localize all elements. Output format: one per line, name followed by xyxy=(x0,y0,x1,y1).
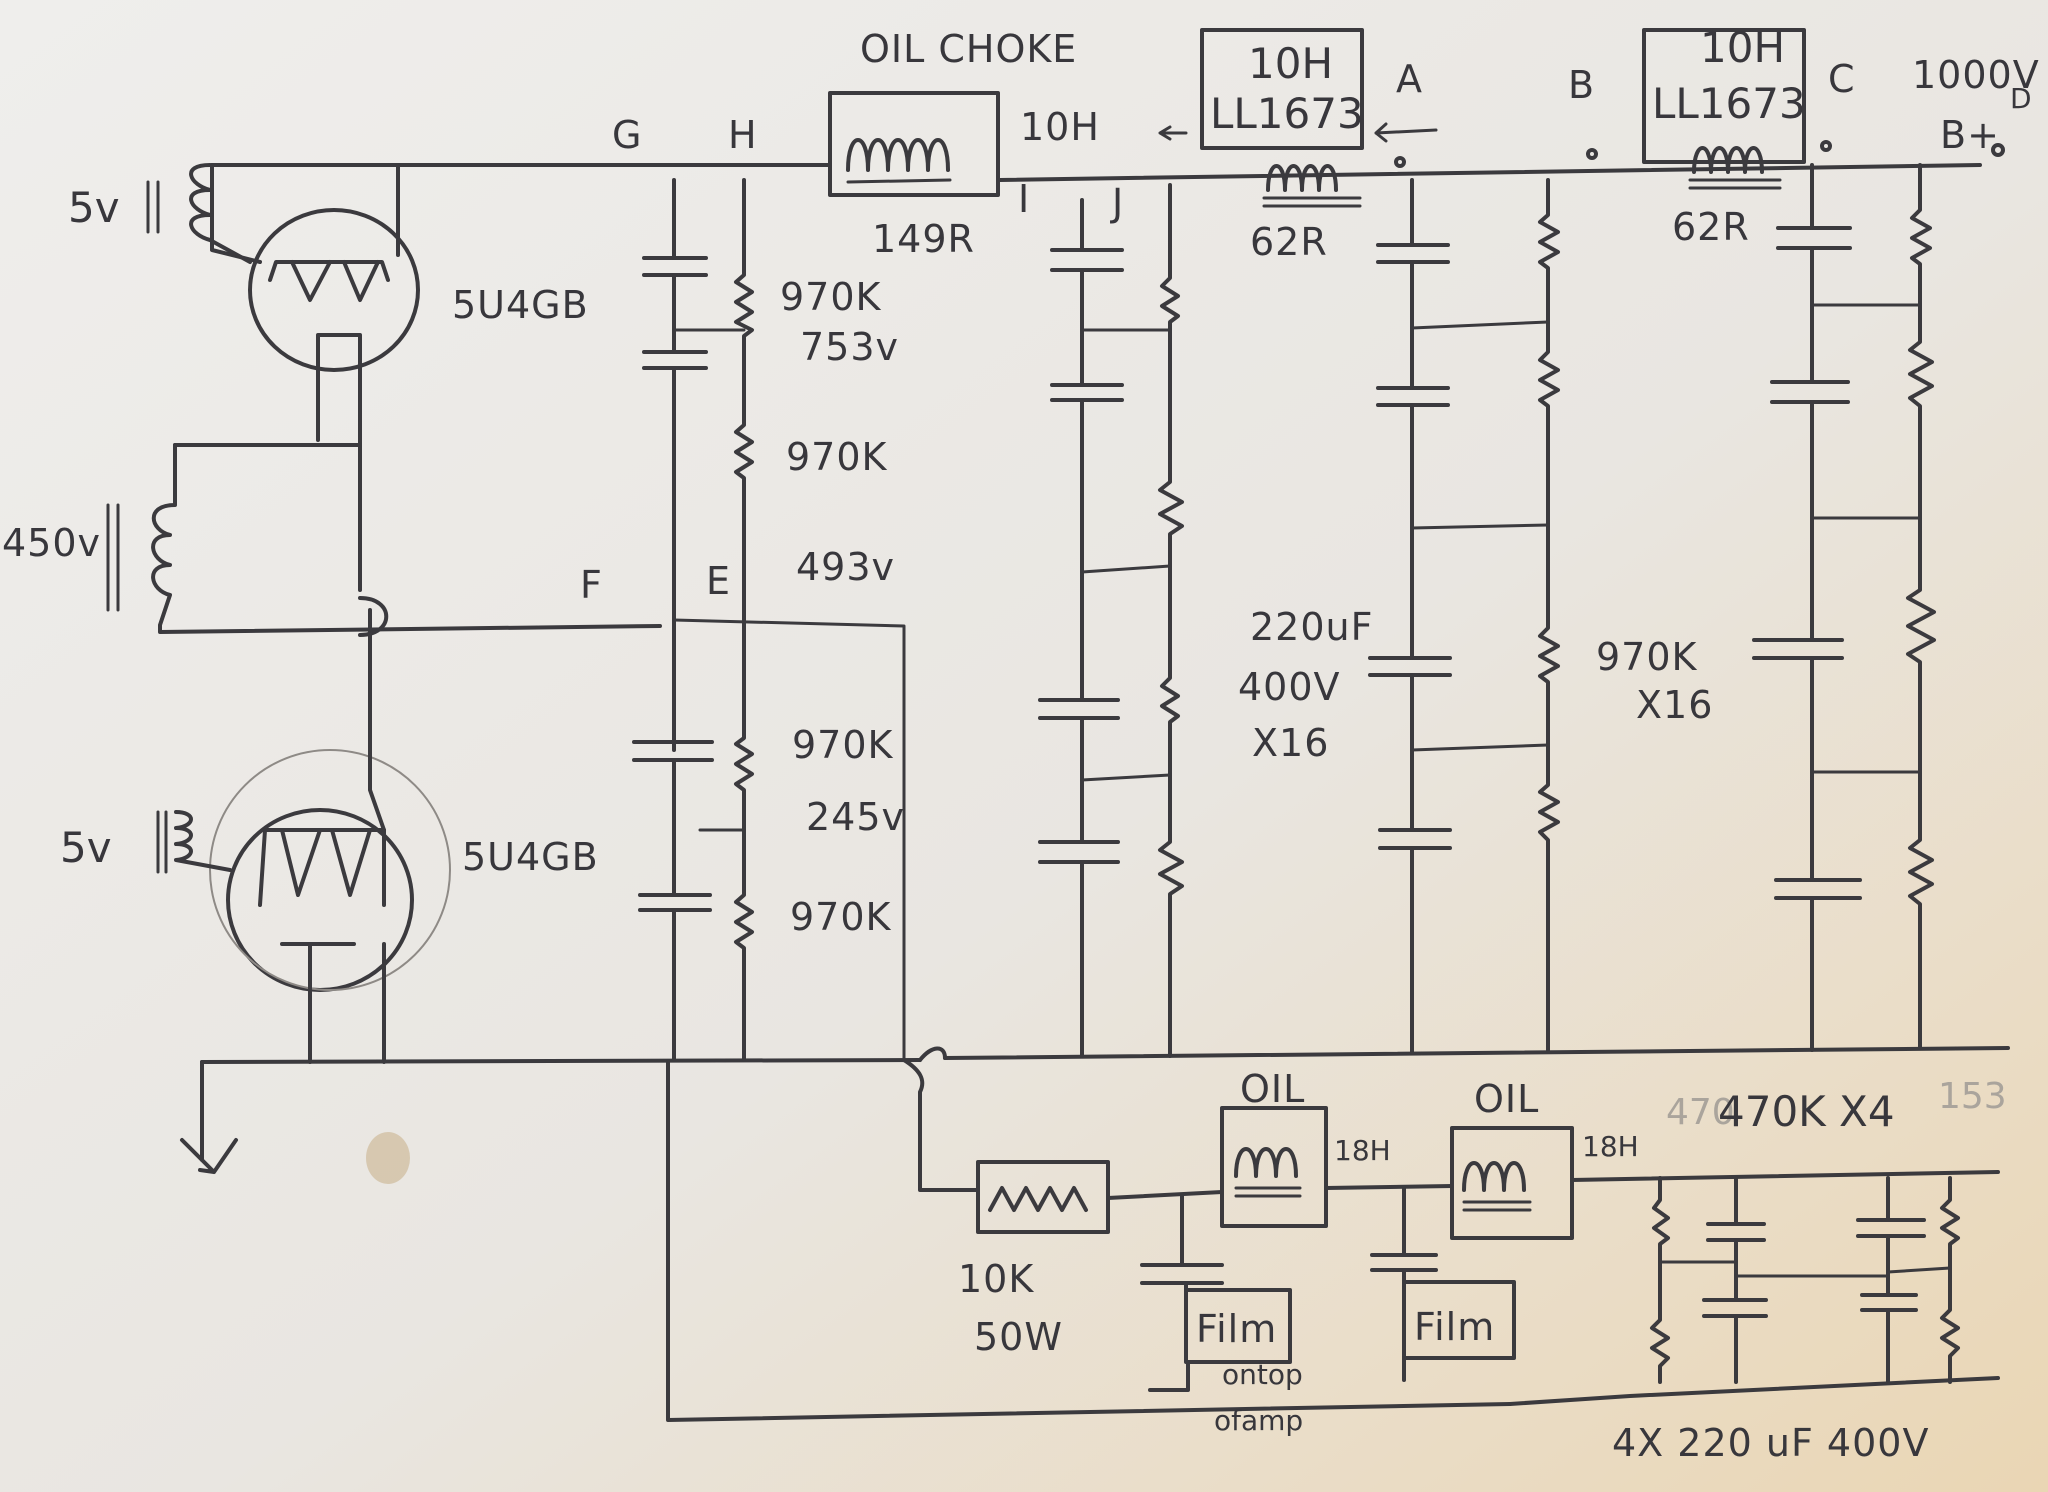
label-node-i: I xyxy=(1018,177,1030,221)
label-oil-choke: OIL CHOKE xyxy=(860,27,1077,71)
label-node-d: D xyxy=(2010,82,2032,115)
label-res-970k-1: 970K xyxy=(780,275,882,319)
string-ab xyxy=(1368,178,1560,1054)
label-hv-secondary: 450v xyxy=(2,521,101,565)
label-res-970k-3: 970K xyxy=(792,723,894,767)
label-node-b: B xyxy=(1568,63,1595,107)
label-choke3-top: 10H xyxy=(1700,23,1785,72)
label-ghost-153: 153 xyxy=(1938,1076,2007,1117)
label-node-c: C xyxy=(1828,57,1856,101)
oil-choke-1 xyxy=(828,91,1000,197)
label-node-e: E xyxy=(706,559,731,603)
label-choke1-ind: 10H xyxy=(1020,105,1100,149)
label-ontop: ontop xyxy=(1222,1358,1303,1391)
label-node-g: G xyxy=(612,113,642,157)
ground-rail xyxy=(200,1046,2010,1422)
label-cap-spec-1: 220uF xyxy=(1250,605,1373,649)
label-node-f: F xyxy=(580,563,603,607)
label-res-970k-4: 970K xyxy=(790,895,892,939)
label-res-50w: 50W xyxy=(974,1315,1063,1359)
label-res-470k-x4: 470K X4 xyxy=(1718,1087,1895,1136)
label-res-spec-1: 970K xyxy=(1596,635,1698,679)
label-fil-bottom: 5v xyxy=(60,823,112,872)
label-res-spec-2: X16 xyxy=(1636,683,1713,727)
label-choke3-part: LL1673 xyxy=(1652,79,1806,128)
label-v-753: 753v xyxy=(800,325,899,369)
label-bottom-caps: 4X 220 uF 400V xyxy=(1612,1421,1929,1465)
label-choke2-res: 62R xyxy=(1250,220,1328,264)
label-cap-spec-2: 400V xyxy=(1238,665,1341,709)
label-ghost-470: 470 xyxy=(1666,1092,1735,1133)
label-res-970k-2: 970K xyxy=(786,435,888,479)
label-oil-2: OIL xyxy=(1474,1077,1539,1121)
lower-filter xyxy=(902,1058,2000,1406)
label-choke1-res: 149R xyxy=(872,217,975,261)
label-oil-1: OIL xyxy=(1240,1067,1305,1111)
string-gh xyxy=(632,178,906,1062)
ll1673-choke-1 xyxy=(1158,28,1438,208)
label-node-a: A xyxy=(1396,57,1423,101)
label-v-493: 493v xyxy=(796,545,895,589)
label-choke-18h-1: 18H xyxy=(1334,1134,1391,1167)
label-choke-18h-2: 18H xyxy=(1582,1130,1639,1163)
rectifier-tube-bottom xyxy=(209,608,451,1064)
label-film-2: Film xyxy=(1414,1305,1495,1349)
label-bplus: B+ xyxy=(1940,113,2000,157)
ground-symbol xyxy=(180,1060,238,1174)
label-choke3-res: 62R xyxy=(1672,205,1750,249)
label-out-voltage: 1000V xyxy=(1912,53,2040,97)
label-film-1: Film xyxy=(1196,1307,1277,1351)
label-res-10k: 10K xyxy=(958,1257,1034,1301)
rectifier-tube-top xyxy=(210,163,420,592)
hv-secondary-winding xyxy=(106,443,662,637)
label-cap-spec-3: X16 xyxy=(1252,721,1329,765)
string-ij xyxy=(1038,183,1184,1058)
ll1673-choke-2 xyxy=(1586,28,2005,190)
label-fil-top: 5v xyxy=(68,183,120,232)
paper-stain xyxy=(366,1132,410,1184)
label-choke2-top: 10H xyxy=(1248,39,1333,88)
filament-winding-top xyxy=(146,163,252,264)
string-cd xyxy=(1752,163,1936,1052)
label-tube-top: 5U4GB xyxy=(452,283,589,327)
filament-winding-bottom xyxy=(156,810,232,874)
label-v-245: 245v xyxy=(806,795,905,839)
label-node-h: H xyxy=(728,113,758,157)
label-ofamp: ofamp xyxy=(1214,1404,1303,1437)
label-choke2-part: LL1673 xyxy=(1210,89,1364,138)
label-node-j: J xyxy=(1110,181,1124,225)
label-tube-bottom: 5U4GB xyxy=(462,835,599,879)
